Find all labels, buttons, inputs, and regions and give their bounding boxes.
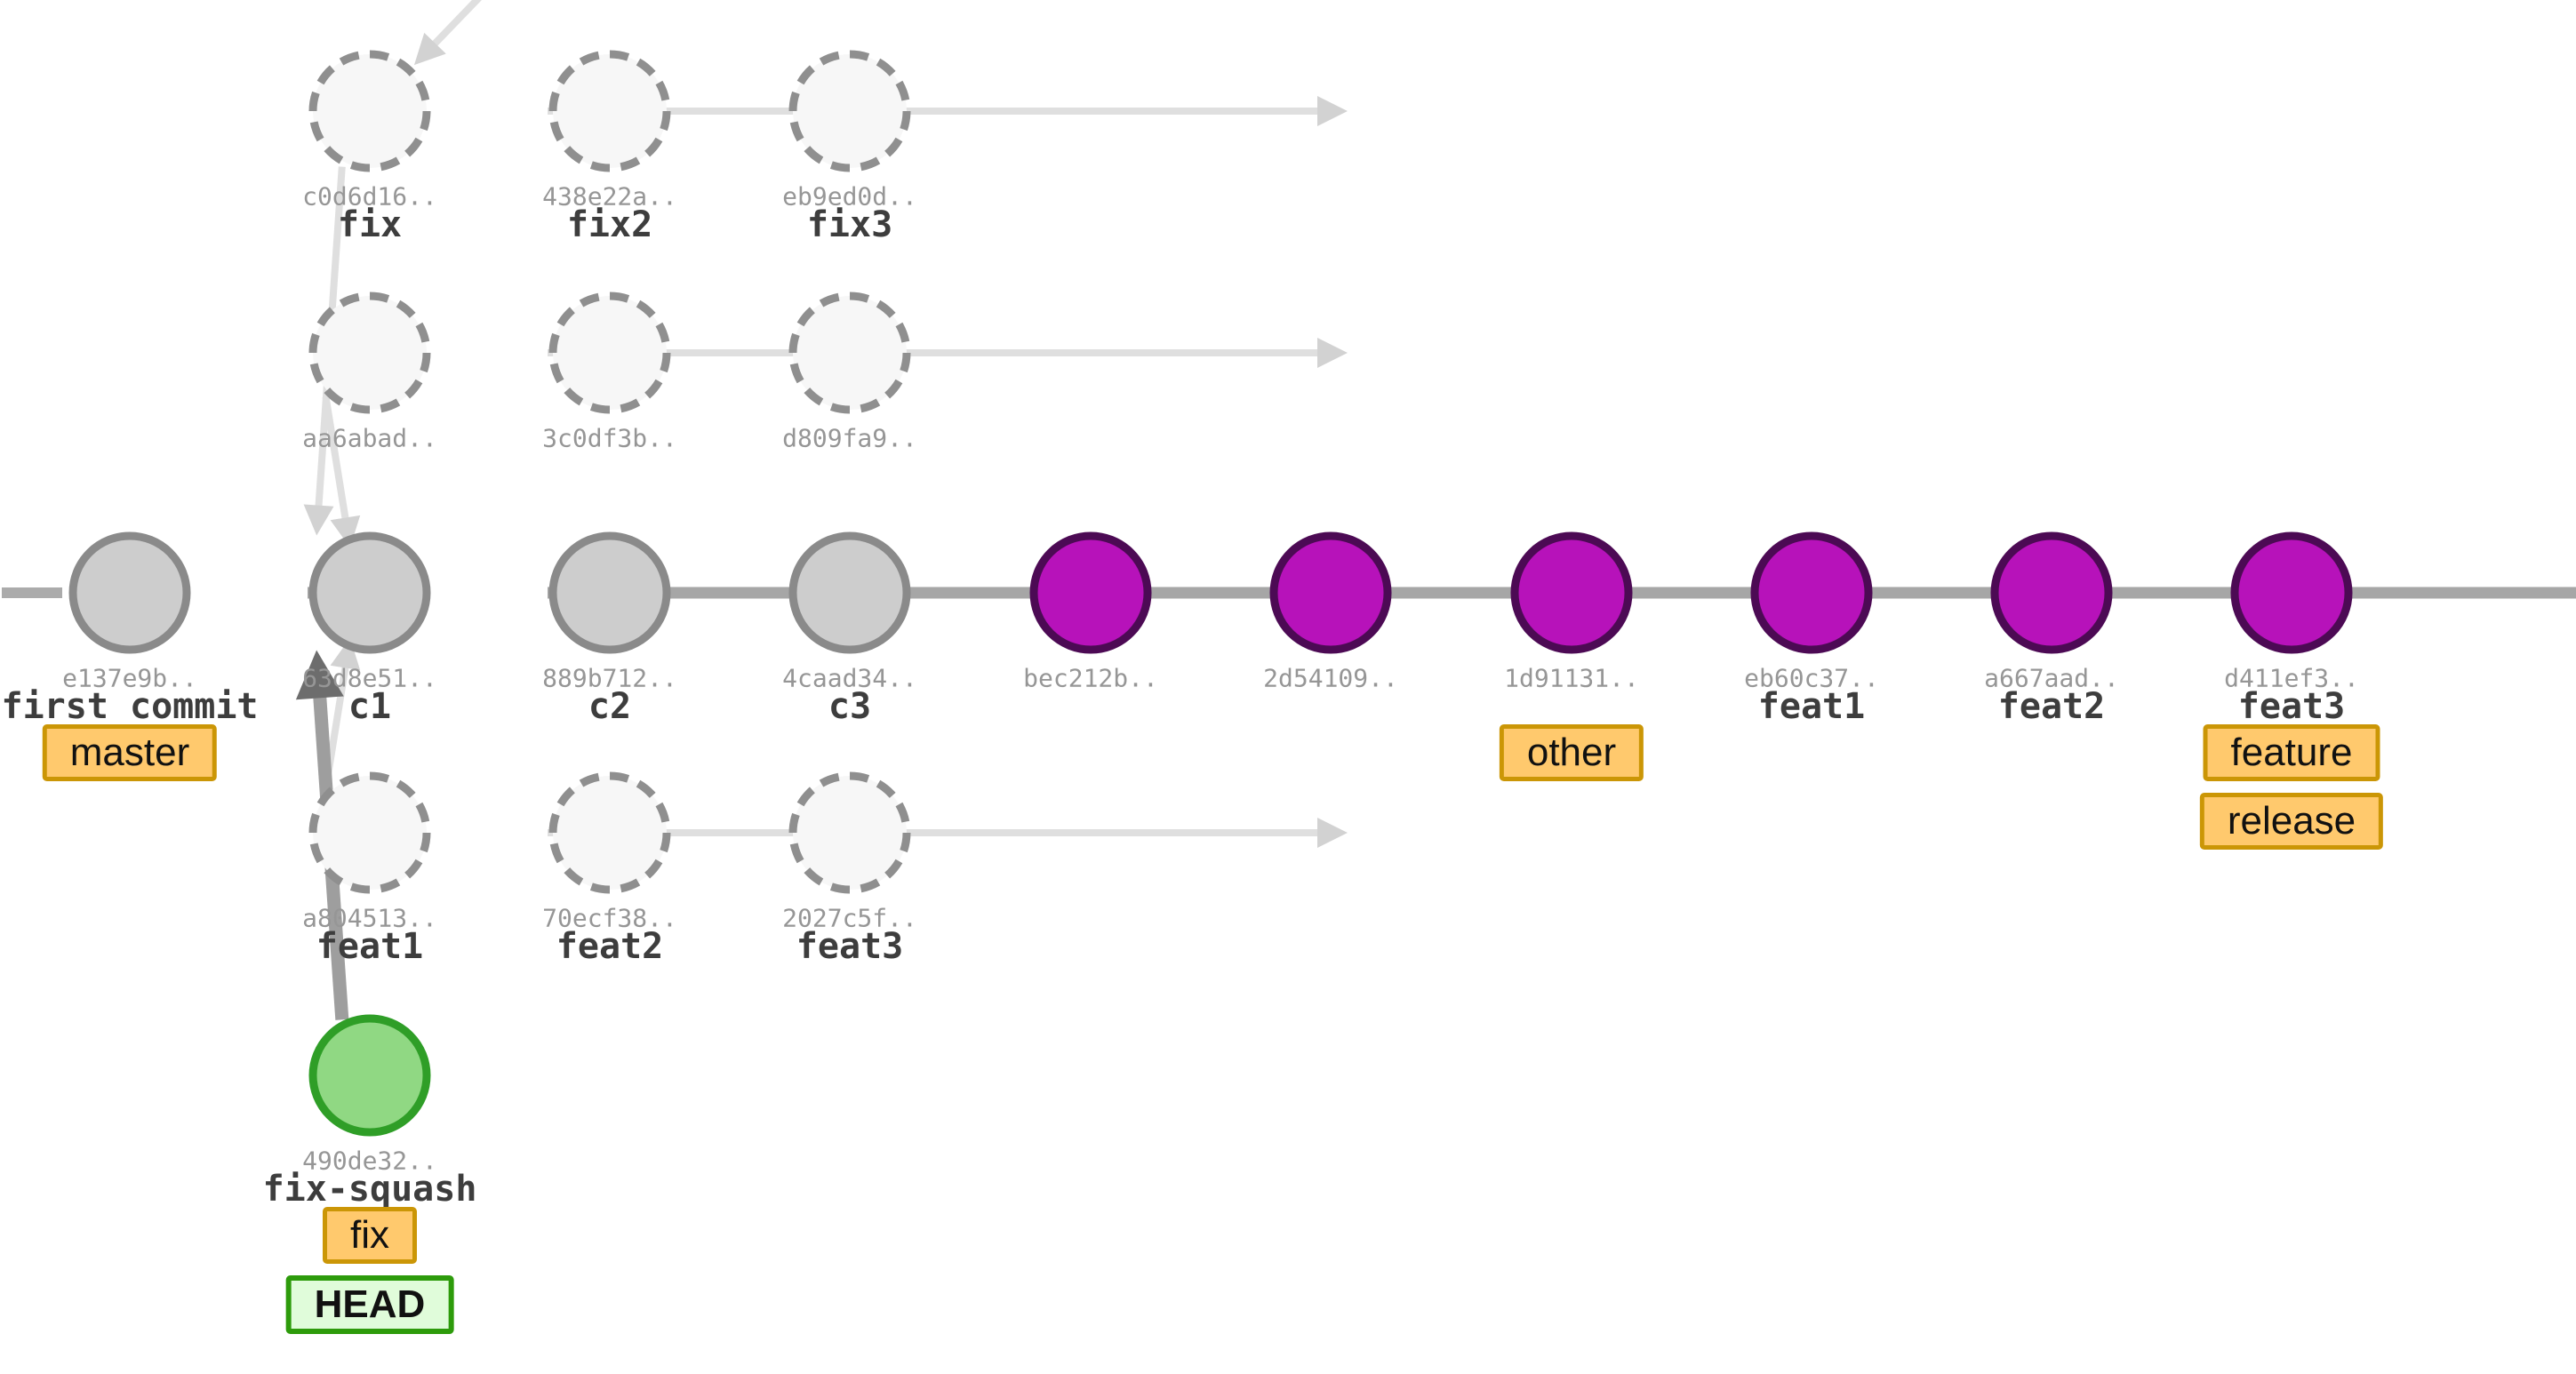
branch-label-fix: fix [323,1207,417,1264]
commit-hash: 70ecf38.. [542,903,677,933]
commit-hash: 438e22a.. [542,181,677,212]
commit-message: c2 [588,686,632,727]
commit-hash: a667aad.. [1984,663,2119,693]
incoming-offscreen-edge-line [428,0,482,50]
commit-circle-a667aad [1990,531,2113,654]
commit-circle-2027c5f [788,771,911,894]
commit-circle-eb9ed0d [788,50,911,172]
commit-circle-889b712 [548,531,671,654]
commit-edge-aa6abad-to-e137e9b-arrowhead [330,515,361,548]
commit-edge-490de32-to-e137e9b-arrowhead [295,650,344,700]
commit-circle-eb60c37 [1750,531,1873,654]
commit-message: feat3 [2237,686,2346,727]
commit-circle-4caad34 [788,531,911,654]
commit-circle-d809fa9 [788,292,911,414]
commit-edge-d809fa9-to-3c0df3b-arrowhead [1317,338,1348,368]
commit-hash: e137e9b.. [62,663,197,693]
commit-circle-c0d6d16 [308,50,431,172]
commit-circle-bec212b [1029,531,1152,654]
commit-hash: 490de32.. [302,1146,437,1176]
incoming-offscreen-edge-arrowhead [413,32,446,66]
commit-message: c3 [828,686,872,727]
commit-edge-a804513-to-e137e9b-arrowhead [330,637,361,671]
commit-hash: aa6abad.. [302,423,437,453]
commit-edge-2027c5f-to-70ecf38-arrowhead [1317,818,1348,848]
commit-circle-e137e9b [68,531,191,654]
commit-message: feat2 [556,926,664,967]
commit-circle-70ecf38 [548,771,671,894]
commit-message: fix3 [806,204,893,245]
commit-edge-aa6abad-to-e137e9b-line [322,395,350,524]
head-label: HEAD [285,1275,454,1334]
commit-hash: 2d54109.. [1263,663,1398,693]
commit-hash: 4caad34.. [782,663,917,693]
commit-circle-2d54109 [1269,531,1392,654]
commit-hash: a804513.. [302,903,437,933]
commit-circle-d411ef3 [2230,531,2353,654]
branch-label-master: master [42,724,218,781]
commit-hash: eb60c37.. [1744,663,1879,693]
commit-edge-c0d6d16-to-e137e9b-arrowhead [303,504,334,536]
commit-circle-490de32 [308,1014,431,1137]
commit-circle-438e22a [548,50,671,172]
commit-hash: 1d91131.. [1504,663,1639,693]
commit-message: feat2 [1997,686,2106,727]
commit-message: feat3 [796,926,904,967]
commit-message: first commit [1,686,259,727]
commit-hash: eb9ed0d.. [782,181,917,212]
commit-hash: 2027c5f.. [782,903,917,933]
commit-message: c1 [348,686,392,727]
commit-hash: d411ef3.. [2224,663,2359,693]
commit-hash: 63d8e51.. [302,663,437,693]
commit-message: fix-squash [262,1169,477,1210]
commit-edge-eb9ed0d-to-438e22a-arrowhead [1317,96,1348,126]
commit-circle-1d91131 [1510,531,1633,654]
branch-label-other: other [1499,724,1644,781]
commit-circle-a804513 [308,771,431,894]
commit-message: fix2 [566,204,653,245]
commit-hash: c0d6d16.. [302,181,437,212]
commit-message: feat1 [1757,686,1866,727]
commit-hash: d809fa9.. [782,423,917,453]
commit-message: fix [337,204,403,245]
branch-label-feature: feature [2203,724,2380,781]
branch-label-release: release [2199,793,2384,850]
commit-message: feat1 [316,926,424,967]
commit-circle-63d8e51 [308,531,431,654]
commit-hash: bec212b.. [1023,663,1158,693]
commit-hash: 889b712.. [542,663,677,693]
commit-hash: 3c0df3b.. [542,423,677,453]
commit-circle-3c0df3b [548,292,671,414]
commit-circle-aa6abad [308,292,431,414]
